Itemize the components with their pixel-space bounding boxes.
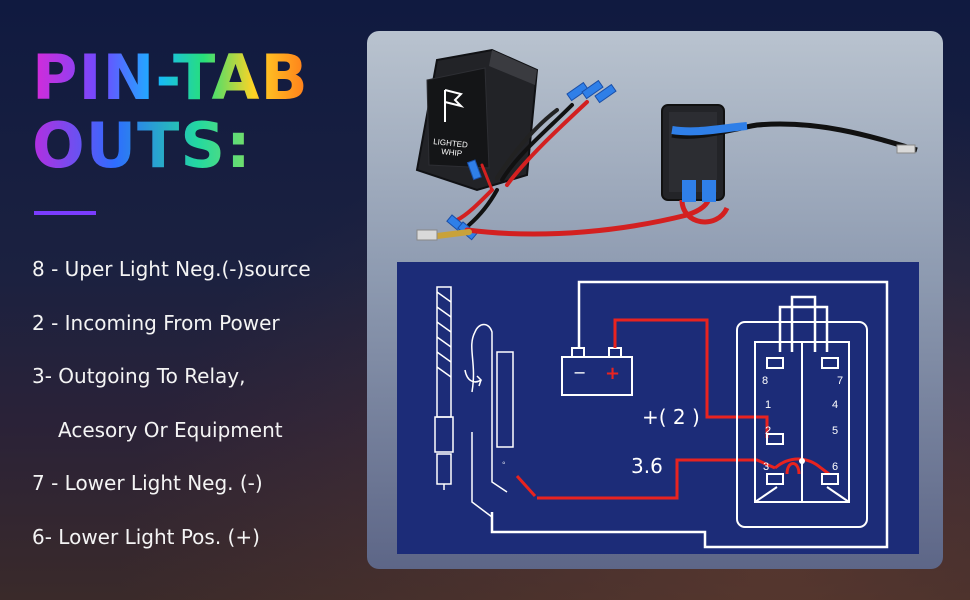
pin-item-3: 3- Outgoing To Relay, bbox=[32, 364, 246, 389]
terminal-labels: 8 7 1 4 2 5 3 6 bbox=[762, 375, 843, 473]
switch-label-line2: WHIP bbox=[441, 147, 463, 158]
rocker-switch-front: LIGHTED WHIP bbox=[415, 48, 539, 192]
whip-connector-mark: ◦ bbox=[502, 458, 506, 469]
title-line-2: OUTS: bbox=[32, 112, 309, 180]
pin-item-8: 8 - Uper Light Neg.(-)source bbox=[32, 257, 311, 281]
battery-plus-symbol: + bbox=[605, 363, 620, 384]
junction-dot bbox=[799, 458, 805, 464]
label-outgoing-relay: 3.6 bbox=[631, 454, 663, 478]
title-line-1: PIN-TAB bbox=[32, 41, 309, 114]
page-title: PIN-TAB OUTS: bbox=[32, 44, 309, 180]
wire-harness-left bbox=[455, 100, 589, 227]
pin-item-3-continued: Acesory Or Equipment bbox=[58, 417, 283, 442]
label-incoming-power: +( 2 ) bbox=[642, 405, 700, 429]
terminal-7: 7 bbox=[837, 375, 843, 387]
wiring-diagram: ◦ − + 8 7 1 4 2 5 3 bbox=[397, 262, 919, 554]
title-underline bbox=[34, 211, 96, 215]
red-wires bbox=[515, 318, 830, 500]
rocker-switch-back bbox=[661, 104, 918, 225]
pin-item-2: 2 - Incoming From Power bbox=[32, 310, 280, 335]
product-photo: LIGHTED WHIP bbox=[415, 48, 918, 241]
diagram-background bbox=[397, 262, 919, 554]
blue-connectors bbox=[446, 79, 617, 241]
terminal-5: 5 bbox=[832, 425, 838, 437]
terminal-3: 3 bbox=[763, 461, 769, 473]
terminal-1: 1 bbox=[765, 399, 771, 411]
terminal-4: 4 bbox=[832, 399, 838, 411]
switch-schematic bbox=[736, 321, 868, 528]
battery-minus-symbol: − bbox=[573, 363, 586, 382]
terminal-6: 6 bbox=[832, 461, 838, 473]
pin-list: 8 - Uper Light Neg.(-)source 2 - Incomin… bbox=[32, 256, 311, 578]
light-whip bbox=[434, 286, 514, 518]
pin-item-7: 7 - Lower Light Neg. (-) bbox=[32, 471, 263, 496]
pin-item-6: 6- Lower Light Pos. (+) bbox=[32, 524, 260, 549]
terminal-8: 8 bbox=[762, 375, 768, 387]
switch-label-line1: LIGHTED bbox=[433, 137, 469, 150]
whip-flag-icon bbox=[444, 89, 465, 122]
white-wires bbox=[490, 280, 889, 549]
terminal-2: 2 bbox=[765, 425, 771, 437]
